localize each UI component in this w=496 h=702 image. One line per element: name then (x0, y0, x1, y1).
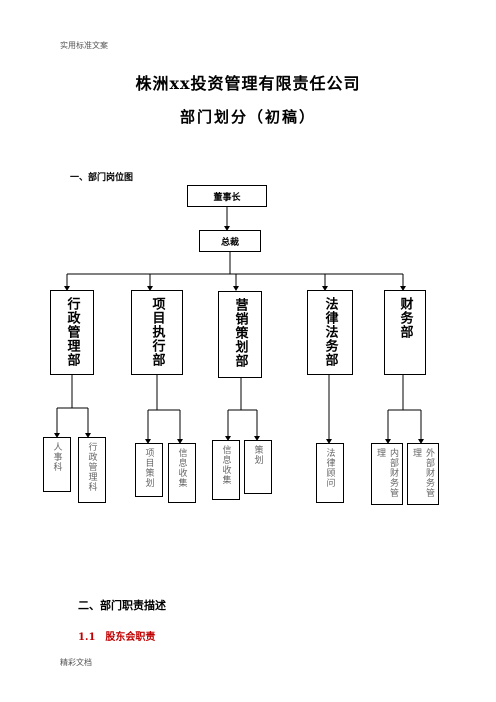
section-heading-org-chart: 一、部门岗位图 (70, 173, 134, 183)
document-subtitle: 部门划分（初稿） (179, 108, 316, 126)
sub-admin-mgmt-box: 行政管理科 (78, 437, 106, 503)
dept-marketing-box: 营销策划部 (218, 291, 262, 378)
section-heading-duties: 二、部门职责描述 (78, 599, 166, 612)
subsection-heading-shareholders: 1.1 股东会职责 (78, 632, 156, 643)
dept-project-box: 项目执行部 (131, 290, 183, 375)
dept-admin-box: 行政管理部 (50, 290, 94, 375)
sub-internal-finance-box: 内部财务管理 (371, 443, 403, 505)
dept-legal-box: 法律法务部 (307, 290, 353, 375)
sub-external-finance-box: 外部财务管理 (407, 443, 439, 505)
header-note: 实用标准文案 (60, 41, 108, 50)
sub-marketing-planning-box: 策划 (244, 440, 272, 494)
document-title: 株洲xx投资管理有限责任公司 (135, 74, 361, 93)
sub-hr-box: 人事科 (43, 437, 71, 492)
sub-marketing-info-box: 信息收集 (212, 440, 240, 500)
gm-box: 总裁 (199, 230, 261, 252)
chairman-box: 董事长 (187, 185, 267, 207)
sub-project-planning-box: 项目策划 (135, 443, 163, 497)
sub-project-info-box: 信息收集 (168, 443, 196, 503)
dept-finance-box: 财务部 (384, 290, 426, 375)
footer-note: 精彩文档 (60, 658, 92, 667)
sub-legal-counsel-box: 法律顾问 (316, 443, 344, 503)
